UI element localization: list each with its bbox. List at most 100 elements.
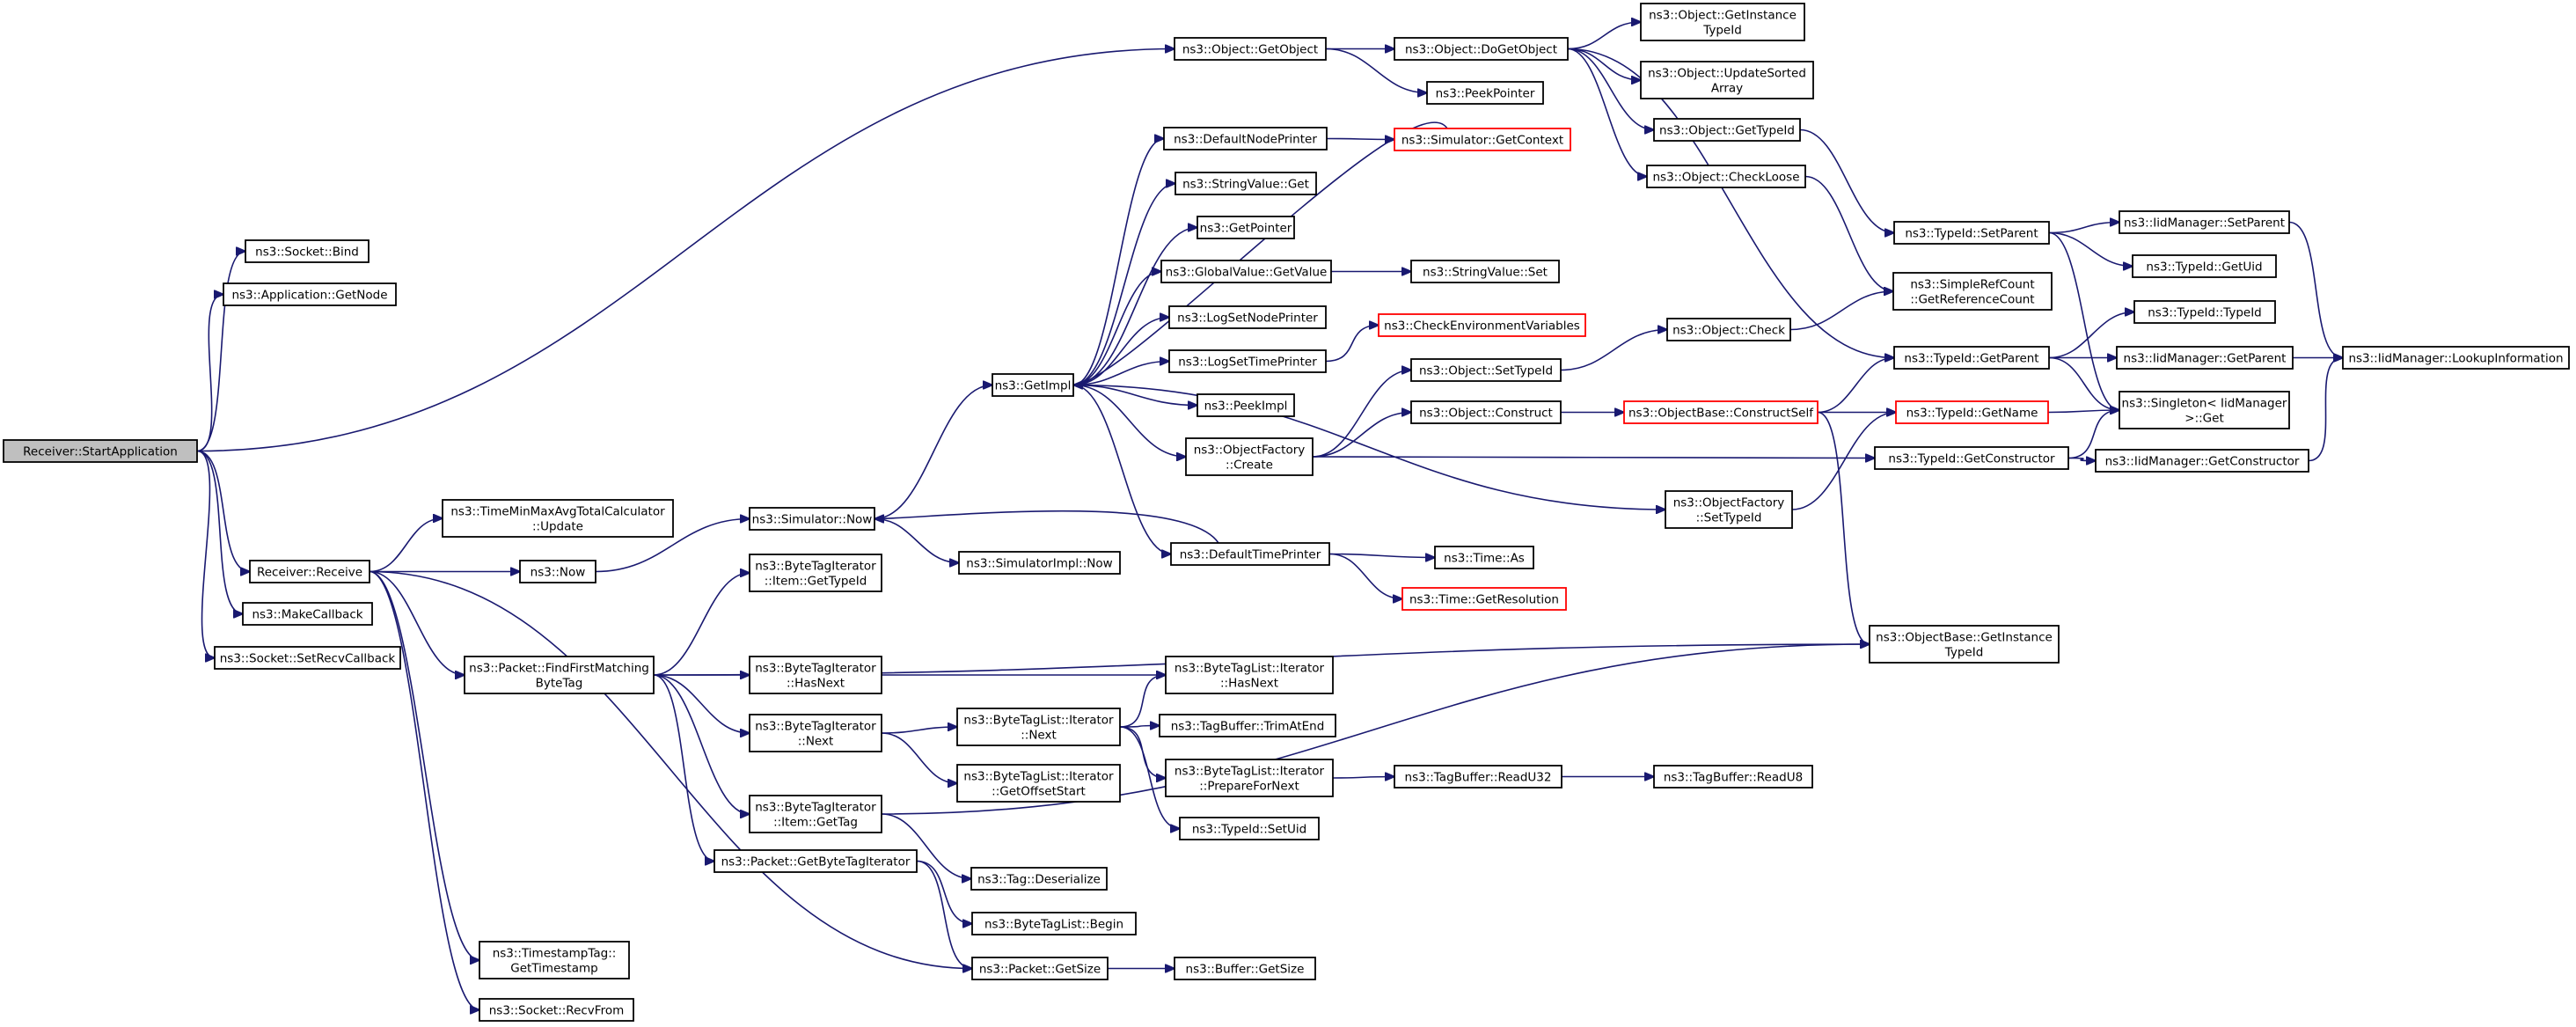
node-btl-iter-prepare-for-next[interactable]: ns3::ByteTagList::Iterator::PrepareForNe… [1165,759,1334,797]
node-start-application[interactable]: Receiver::StartApplication [3,439,198,463]
node-simulator-now[interactable]: ns3::Simulator::Now [749,507,875,531]
node-log-set-time-printer[interactable]: ns3::LogSetTimePrinter [1168,349,1327,373]
node-label: ns3::Simulator::GetContext [1401,134,1563,148]
node-label: ns3::Buffer::GetSize [1186,963,1305,977]
node-default-node-printer[interactable]: ns3::DefaultNodePrinter [1163,127,1328,150]
node-log-set-node-printer[interactable]: ns3::LogSetNodePrinter [1168,305,1327,329]
node-check-env-vars[interactable]: ns3::CheckEnvironmentVariables [1378,313,1586,337]
node-simulator-get-context[interactable]: ns3::Simulator::GetContext [1394,128,1571,151]
node-socket-set-recv-callback[interactable]: ns3::Socket::SetRecvCallback [214,646,401,670]
node-type-id-get-parent[interactable]: ns3::TypeId::GetParent [1893,346,2050,370]
node-label: >::Get [2184,412,2223,426]
node-peek-pointer[interactable]: ns3::PeekPointer [1426,81,1544,105]
node-object-factory-set-type-id[interactable]: ns3::ObjectFactory::SetTypeId [1665,490,1793,529]
node-peek-impl[interactable]: ns3::PeekImpl [1197,393,1295,417]
node-label: GetTimestamp [510,962,597,976]
node-ns3-now[interactable]: ns3::Now [519,560,596,583]
node-type-id-set-uid[interactable]: ns3::TypeId::SetUid [1179,817,1320,840]
node-string-value-get[interactable]: ns3::StringValue::Get [1175,172,1317,195]
node-box [1665,490,1793,529]
edge-type-id-get-parent-to-type-id-type-id [2048,312,2134,359]
node-object-get-object[interactable]: ns3::Object::GetObject [1174,37,1327,61]
node-iid-get-parent[interactable]: ns3::IidManager::GetParent [2116,346,2294,370]
node-object-get-type-id[interactable]: ns3::Object::GetTypeId [1653,118,1801,142]
node-label: ns3::Singleton< IidManager [2122,397,2287,411]
node-time-as[interactable]: ns3::Time::As [1434,546,1534,569]
node-type-id-get-uid[interactable]: ns3::TypeId::GetUid [2132,254,2277,278]
node-object-factory-create[interactable]: ns3::ObjectFactory::Create [1185,437,1314,476]
node-object-check[interactable]: ns3::Object::Check [1666,318,1791,341]
edge-receiver-receive-to-find-first-matching-byte-tag [369,570,465,676]
node-time-get-resolution[interactable]: ns3::Time::GetResolution [1401,587,1567,611]
node-label: Receiver::StartApplication [23,445,178,459]
node-tag-deserialize[interactable]: ns3::Tag::Deserialize [970,867,1108,891]
node-label: ns3::TypeId::TypeId [2148,306,2262,320]
edge-default-node-printer-to-simulator-get-context [1326,139,1394,140]
node-global-value-get-value[interactable]: ns3::GlobalValue::GetValue [1160,260,1332,283]
node-socket-bind[interactable]: ns3::Socket::Bind [245,239,370,263]
node-make-callback[interactable]: ns3::MakeCallback [242,602,373,626]
node-string-value-set[interactable]: ns3::StringValue::Set [1410,260,1560,283]
node-get-impl[interactable]: ns3::GetImpl [992,373,1074,397]
node-packet-get-byte-tag-iterator[interactable]: ns3::Packet::GetByteTagIterator [714,849,918,873]
node-type-id-type-id[interactable]: ns3::TypeId::TypeId [2133,300,2276,324]
node-type-id-get-constructor[interactable]: ns3::TypeId::GetConstructor [1874,446,2069,470]
node-default-time-printer[interactable]: ns3::DefaultTimePrinter [1170,542,1330,566]
node-socket-recv-from[interactable]: ns3::Socket::RecvFrom [479,998,634,1022]
node-box [1175,172,1317,195]
node-simulator-impl-now[interactable]: ns3::SimulatorImpl::Now [958,551,1121,575]
node-btl-iter-get-offset-start[interactable]: ns3::ByteTagList::Iterator::GetOffsetSta… [956,764,1121,803]
node-byte-tag-list-begin[interactable]: ns3::ByteTagList::Begin [971,912,1137,935]
node-label: ns3::TagBuffer::ReadU32 [1405,771,1552,785]
node-simple-ref-count[interactable]: ns3::SimpleRefCount::GetReferenceCount [1892,272,2053,311]
node-bti-has-next[interactable]: ns3::ByteTagIterator::HasNext [749,656,882,694]
node-object-do-get-object[interactable]: ns3::Object::DoGetObject [1394,37,1569,61]
node-singleton-get[interactable]: ns3::Singleton< IidManager>::Get [2119,391,2290,429]
node-iid-set-parent[interactable]: ns3::IidManager::SetParent [2119,210,2290,234]
node-btl-iter-next[interactable]: ns3::ByteTagList::Iterator::Next [956,708,1121,746]
node-bti-item-get-tag[interactable]: ns3::ByteTagIterator::Item::GetTag [749,795,882,833]
edge-log-set-time-printer-to-check-env-vars [1325,326,1379,363]
node-label: ns3::Application::GetNode [231,289,387,303]
node-bti-next[interactable]: ns3::ByteTagIterator::Next [749,714,882,752]
node-buffer-get-size[interactable]: ns3::Buffer::GetSize [1174,957,1316,980]
node-object-check-loose[interactable]: ns3::Object::CheckLoose [1646,165,1806,188]
edge-type-id-set-parent-to-iid-set-parent [2048,223,2119,234]
node-tag-buffer-trim-at-end[interactable]: ns3::TagBuffer::TrimAtEnd [1159,714,1336,737]
node-box [3,439,198,463]
node-label: ns3::LogSetNodePrinter [1177,312,1318,326]
node-time-min-max[interactable]: ns3::TimeMinMaxAvgTotalCalculator::Updat… [442,499,674,538]
node-bti-item-get-type-id[interactable]: ns3::ByteTagIterator::Item::GetTypeId [749,554,882,592]
node-label: ns3::MakeCallback [252,608,362,622]
edge-btl-iter-prepare-for-next-to-tag-buffer-read-u32 [1332,777,1394,779]
node-receiver-receive[interactable]: Receiver::Receive [249,560,370,583]
node-label: TypeId [1944,646,1984,660]
edge-type-id-set-parent-to-singleton-get [2048,231,2119,411]
node-label: ns3::Socket::SetRecvCallback [220,652,396,666]
node-type-id-set-parent[interactable]: ns3::TypeId::SetParent [1893,221,2050,245]
node-object-construct[interactable]: ns3::Object::Construct [1410,400,1562,424]
node-label: ns3::GlobalValue::GetValue [1166,266,1328,280]
node-iid-get-constructor[interactable]: ns3::IidManager::GetConstructor [2095,449,2309,473]
node-packet-get-size[interactable]: ns3::Packet::GetSize [971,957,1109,980]
node-tag-buffer-read-u8[interactable]: ns3::TagBuffer::ReadU8 [1653,765,1813,789]
node-box [1895,400,2049,424]
node-box [1401,587,1567,611]
edge-receiver-receive-to-packet-get-size [369,570,972,969]
node-label: ns3::TagBuffer::TrimAtEnd [1171,720,1325,734]
node-application-get-node[interactable]: ns3::Application::GetNode [223,282,397,306]
node-get-pointer[interactable]: ns3::GetPointer [1197,216,1295,239]
node-object-set-type-id[interactable]: ns3::Object::SetTypeId [1410,358,1562,382]
node-box [1197,393,1295,417]
node-iid-lookup-information[interactable]: ns3::IidManager::LookupInformation [2342,346,2570,370]
node-btl-iter-has-next[interactable]: ns3::ByteTagList::Iterator::HasNext [1165,656,1334,694]
node-object-base-construct-self[interactable]: ns3::ObjectBase::ConstructSelf [1623,400,1819,424]
node-timestamp-tag-get-timestamp[interactable]: ns3::TimestampTag::GetTimestamp [479,941,630,979]
node-type-id-get-name[interactable]: ns3::TypeId::GetName [1895,400,2049,424]
node-tag-buffer-read-u32[interactable]: ns3::TagBuffer::ReadU32 [1394,765,1562,789]
node-label: ns3::Object::CheckLoose [1652,171,1799,185]
